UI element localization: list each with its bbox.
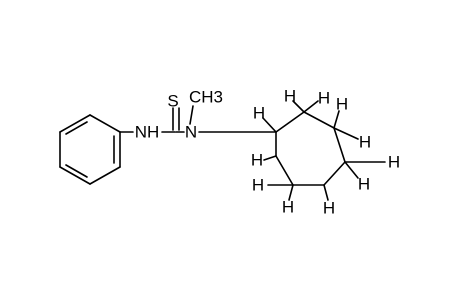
- bond: [275, 111, 305, 133]
- atom-hydrogen: H: [253, 104, 265, 123]
- atom-hydrogen: H: [318, 89, 330, 108]
- atom-hydrogen: H: [359, 133, 371, 152]
- bond: [89, 166, 121, 185]
- atom-hydrogen: H: [251, 151, 263, 170]
- atom-methyl: CH3: [189, 88, 223, 107]
- phenyl-ring: [59, 114, 121, 185]
- atom-hydrogen: H: [388, 153, 400, 172]
- atom-sulfur: S: [167, 92, 178, 111]
- bond: [89, 114, 121, 133]
- atom-hydrogen: H: [284, 87, 296, 106]
- atom-hydrogen: H: [336, 95, 348, 114]
- bond-h: [333, 110, 340, 129]
- bond: [323, 161, 346, 186]
- atom-hydrogen: H: [282, 198, 294, 217]
- cyclohexane-ring: [275, 111, 346, 186]
- bond-h: [262, 117, 277, 133]
- bond: [59, 166, 91, 185]
- atom-hydrogen: H: [358, 175, 370, 194]
- atom-n: N: [185, 123, 197, 142]
- bond: [303, 111, 335, 129]
- double-bond-inner: [65, 164, 88, 178]
- bond: [59, 114, 91, 133]
- bond-h: [288, 184, 294, 201]
- double-bond-inner: [65, 121, 88, 135]
- atom-hydrogen: H: [323, 199, 335, 218]
- bond: [275, 155, 294, 186]
- bond-h: [263, 155, 277, 161]
- bond-h: [333, 127, 359, 140]
- atom-hydrogen: H: [252, 176, 264, 195]
- atom-nh: NH: [135, 123, 160, 142]
- bond: [333, 127, 346, 163]
- bond-h: [303, 100, 319, 113]
- bond-h: [323, 184, 329, 201]
- bond-h: [344, 161, 359, 179]
- bond-n-methyl: [189, 105, 194, 125]
- ch-bonds: [262, 100, 386, 201]
- bond-h: [292, 100, 305, 113]
